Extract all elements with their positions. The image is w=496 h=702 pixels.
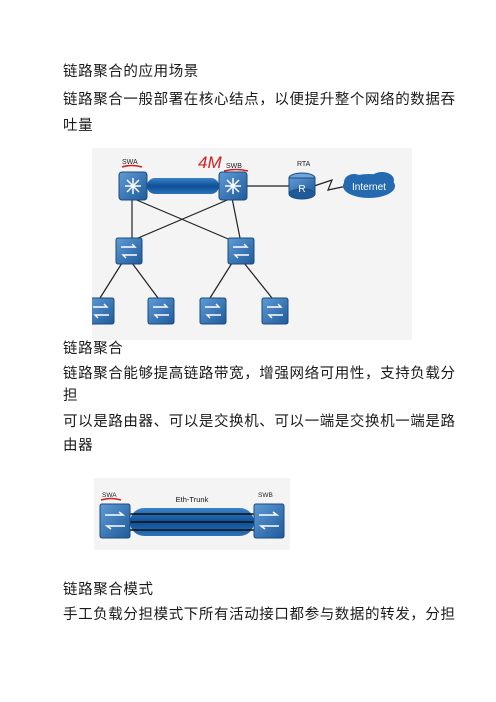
switch-icon — [253, 503, 285, 539]
swa-label: SWA — [102, 492, 117, 499]
eth-trunk-label: Eth-Trunk — [176, 495, 209, 504]
swb-label: SWB — [226, 163, 242, 170]
red-underline — [223, 168, 249, 172]
heading-link-aggregation: 链路聚合 — [63, 341, 124, 357]
paragraph-line: 担 — [63, 388, 79, 404]
link-line — [131, 197, 241, 245]
edge-switch-icon — [199, 297, 227, 325]
internet-label: Internet — [352, 182, 386, 193]
core-switch-icon — [118, 171, 148, 201]
topology-diagram: R Internet SWA SWB RTA 4M — [92, 148, 412, 340]
eth-trunk-diagram: SWA SWB Eth-Trunk — [94, 478, 290, 550]
link-line — [131, 262, 159, 299]
red-underline — [121, 164, 143, 168]
paragraph-line: 链路聚合一般部署在核心结点，以便提升整个网络的数据吞 — [63, 92, 456, 108]
core-switch-icon — [218, 171, 248, 201]
link-line — [123, 197, 233, 245]
wan-link — [313, 179, 348, 191]
router-glyph: R — [298, 184, 305, 195]
link-line — [243, 262, 273, 299]
paragraph-line: 可以是路由器、可以是交换机、可以一端是交换机一端是路 — [63, 414, 456, 430]
paragraph-line: 手工负载分担模式下所有活动接口都参与数据的转发，分担 — [63, 607, 456, 623]
link-line — [209, 262, 233, 299]
paragraph-line: 由器 — [63, 438, 94, 454]
edge-switch-icon — [92, 297, 115, 325]
paragraph-line: 吐量 — [63, 118, 94, 134]
rta-label: RTA — [297, 161, 311, 168]
red-underline — [100, 497, 122, 501]
eth-trunk-tube — [147, 178, 219, 194]
access-switch-icon — [227, 237, 255, 265]
paragraph-line: 链路聚合能够提高链路带宽，增强网络可用性，支持负载分 — [63, 366, 456, 382]
heading-aggregation-mode: 链路聚合模式 — [63, 582, 154, 598]
access-switch-icon — [115, 237, 143, 265]
edge-switch-icon — [147, 297, 175, 325]
swa-label: SWA — [122, 159, 138, 166]
switch-icon — [99, 503, 131, 539]
router-icon: R — [288, 172, 316, 200]
link-line — [99, 262, 123, 299]
handwritten-annotation: 4M — [198, 153, 222, 172]
link-line — [231, 197, 241, 239]
edge-switch-icon — [261, 297, 289, 325]
heading-scenario: 链路聚合的应用场景 — [63, 64, 199, 80]
internet-cloud-icon: Internet — [343, 172, 395, 198]
swb-label: SWB — [258, 492, 273, 499]
